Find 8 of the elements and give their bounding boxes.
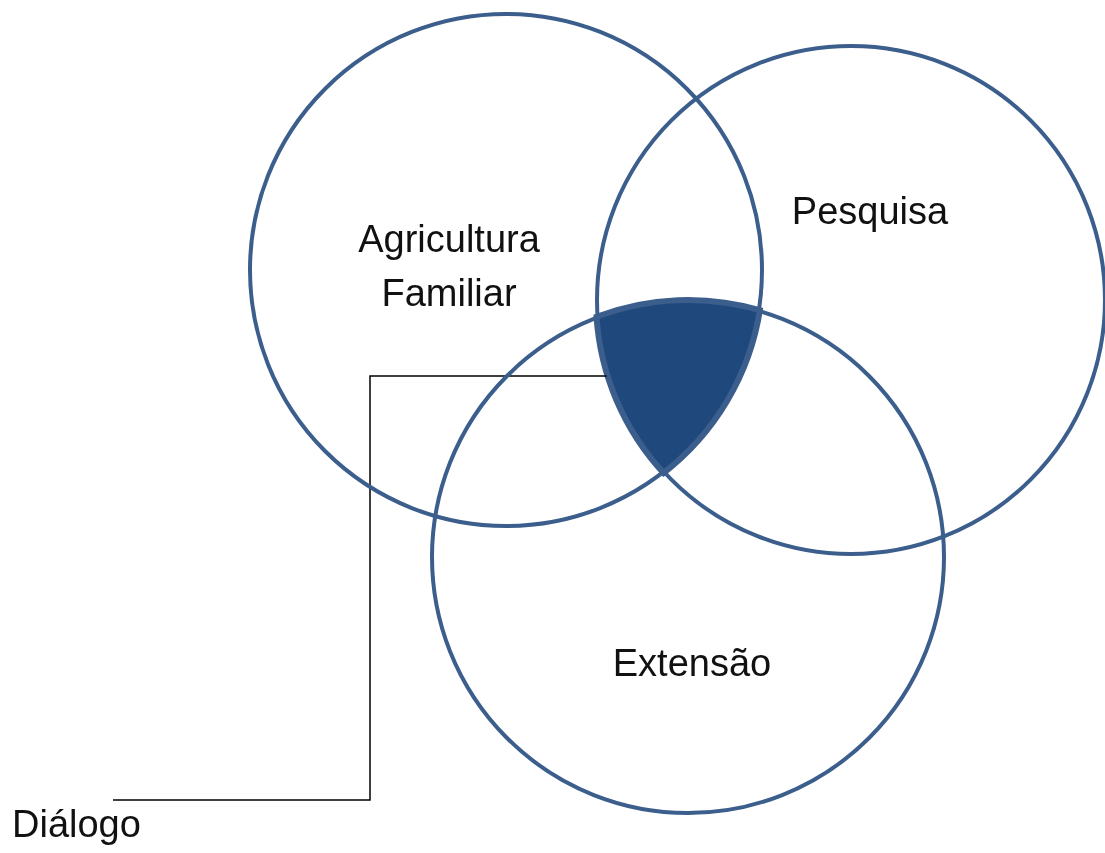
venn-circle <box>595 44 1105 556</box>
venn-circle <box>248 12 764 528</box>
callout-label: Diálogo <box>12 802 141 846</box>
leader-line <box>112 375 608 801</box>
circle-label: Agricultura Familiar <box>357 217 541 316</box>
intersection-region <box>593 297 763 477</box>
circle-label: Pesquisa <box>790 189 950 234</box>
circle-label: Extensão <box>611 641 773 686</box>
